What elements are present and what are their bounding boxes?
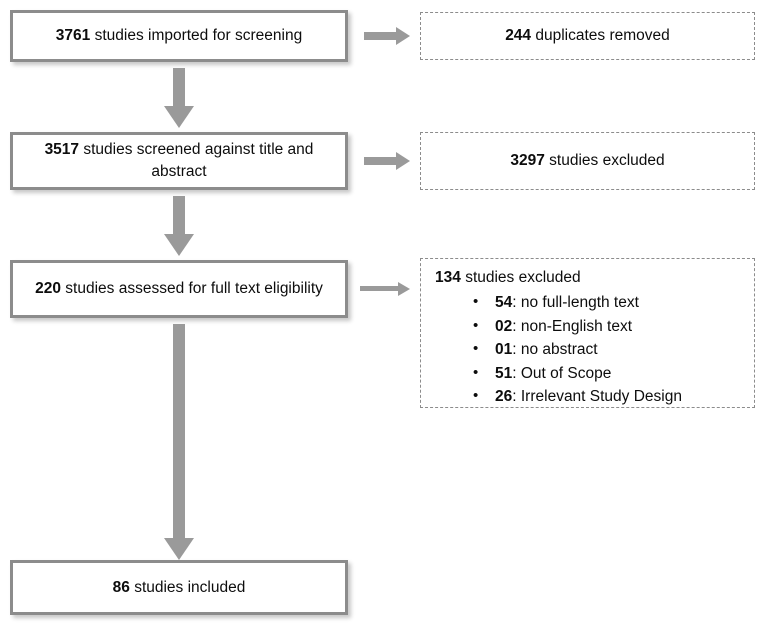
stage-count-screened: 3517 [44,141,80,158]
stage-count-included: 86 [112,578,130,596]
reason-count: 51 [495,364,513,382]
arrow-right-full-text-excluded [360,282,410,296]
reason-count: 01 [495,341,513,359]
exclusion-label-title-abstract: studies excluded [549,152,665,169]
stage-count-assessed: 220 [35,280,61,297]
list-item: • 26: Irrelevant Study Design [469,385,744,409]
arrow-head [398,282,410,296]
reason-separator: : [512,317,521,335]
bullet-icon: • [473,293,479,310]
bullet-icon: • [473,363,479,381]
stage-text-included: 86 studies included [113,577,246,599]
exclusion-box-full-text: 134 studies excluded • 54: no full-length… [420,258,755,408]
stage-box-imported: 3761 studies imported for screening [10,10,348,62]
stage-label-included: studies included [134,578,246,596]
stage-text-screened: 3517 studies screened against title and … [23,139,335,183]
exclusion-label-duplicates: duplicates removed [535,27,670,44]
exclusion-count-full-text: 134 [435,269,461,286]
arrow-shaft [173,68,185,106]
arrow-shaft [364,32,398,40]
arrow-head [164,106,194,128]
reason-separator: : [512,294,521,311]
arrow-right-screened-excluded [364,152,410,170]
exclusion-count-duplicates: 244 [505,27,532,44]
list-item: • 02: non-English text [469,315,744,339]
reason-count: 26 [495,388,513,406]
reason-count: 02 [495,317,513,335]
arrow-shaft [173,324,185,538]
reason-label: no full-length text [520,294,639,311]
reason-count: 54 [495,294,513,311]
bullet-icon: • [473,340,479,358]
bullet-icon: • [473,316,479,334]
arrow-head [396,27,410,45]
arrow-down-screened-to-assessed [164,196,194,256]
stage-count-imported: 3761 [55,27,91,44]
exclusion-box-duplicates: 244 duplicates removed [420,12,755,60]
reason-separator: : [512,341,521,359]
bullet-icon: • [473,387,479,405]
stage-box-assessed: 220 studies assessed for full text eligi… [10,260,348,318]
list-item: • 01: no abstract [469,338,744,362]
reason-label: no abstract [520,341,598,359]
reason-separator: : [512,364,521,382]
arrow-right-duplicates [364,27,410,45]
exclusion-heading-full-text: 134 studies excluded [435,267,744,289]
list-item: • 51: Out of Scope [469,362,744,386]
exclusion-reason-list: • 54: no full-length text • 02: non-Englis… [435,291,744,409]
arrow-down-imported-to-screened [164,68,194,128]
arrow-head [164,234,194,256]
exclusion-text-title-abstract: 3297 studies excluded [510,150,664,172]
exclusion-label-full-text: studies excluded [465,269,581,286]
exclusion-count-title-abstract: 3297 [510,152,545,169]
arrow-shaft [364,157,398,165]
exclusion-box-title-abstract: 3297 studies excluded [420,132,755,190]
reason-label: non-English text [520,317,633,335]
stage-box-included: 86 studies included [10,560,348,615]
arrow-down-assessed-to-included [164,324,194,560]
reason-label: Out of Scope [520,364,612,382]
stage-label-screened: studies screened against title and abstr… [83,141,314,180]
arrow-shaft [360,286,398,291]
stage-text-assessed: 220 studies assessed for full text eligi… [35,278,323,300]
arrow-head [164,538,194,560]
reason-separator: : [512,388,521,406]
reason-label: Irrelevant Study Design [520,388,682,406]
arrow-shaft [173,196,185,234]
list-item: • 54: no full-length text [469,291,744,315]
stage-label-assessed: studies assessed for full text eligibili… [65,280,323,297]
stage-label-imported: studies imported for screening [94,27,303,44]
exclusion-text-duplicates: 244 duplicates removed [505,25,670,47]
stage-box-screened: 3517 studies screened against title and … [10,132,348,190]
arrow-head [396,152,410,170]
stage-text-imported: 3761 studies imported for screening [56,25,302,47]
